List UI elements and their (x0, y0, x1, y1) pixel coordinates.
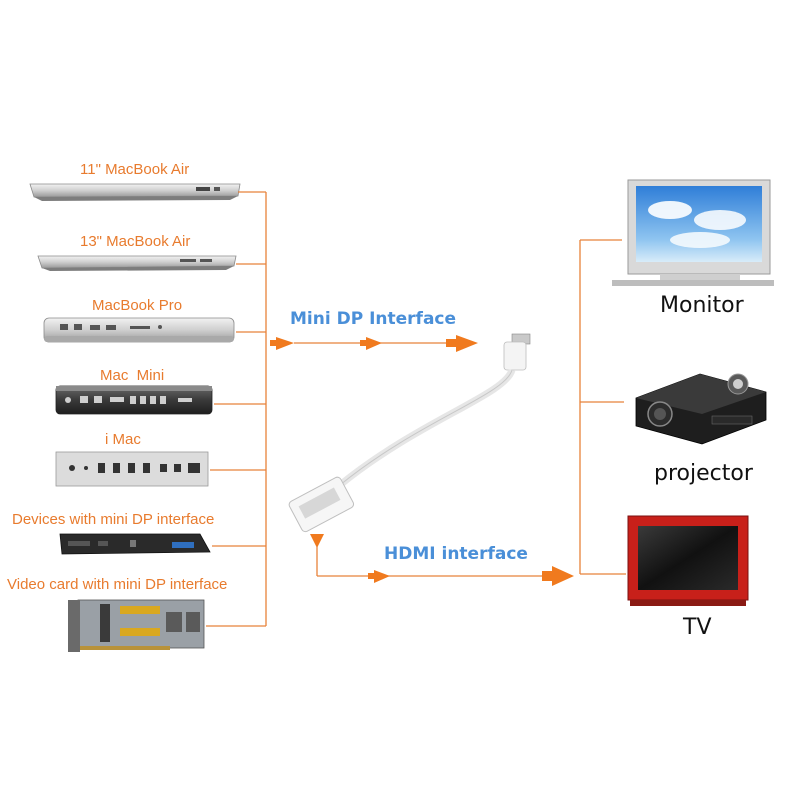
monitor-icon (612, 179, 774, 286)
mini-dp-flow-arrow (270, 335, 478, 352)
laptop-icon (37, 255, 237, 271)
source-label-macbook-air-13: 13" MacBook Air (80, 233, 190, 250)
source-label-macbook-pro: MacBook Pro (92, 297, 182, 314)
tv-icon (627, 515, 749, 606)
laptop-icon (59, 533, 211, 555)
source-label-mac-mini: Mac Mini (100, 367, 164, 384)
output-label-tv: TV (682, 615, 712, 640)
output-connector-lines (579, 239, 626, 575)
projector-icon (635, 373, 767, 445)
laptop-icon (43, 317, 235, 343)
mac-mini-icon (55, 385, 213, 415)
hdmi-flow-arrow (310, 534, 574, 586)
source-label-macbook-air-11: 11" MacBook Air (80, 161, 189, 178)
source-connector-lines (206, 191, 267, 627)
video-card-icon (68, 599, 205, 652)
imac-ports-icon (55, 451, 209, 487)
output-label-monitor: Monitor (660, 293, 745, 318)
source-label-mini-dp-devices: Devices with mini DP interface (12, 511, 214, 528)
adapter-cable-icon (288, 333, 531, 533)
source-label-imac: i Mac (105, 431, 141, 448)
hdmi-interface-label: HDMI interface (384, 544, 528, 564)
source-label-video-card: Video card with mini DP interface (7, 576, 227, 593)
laptop-icon (29, 183, 241, 201)
output-label-projector: projector (654, 461, 754, 486)
mini-dp-interface-label: Mini DP Interface (290, 309, 456, 329)
